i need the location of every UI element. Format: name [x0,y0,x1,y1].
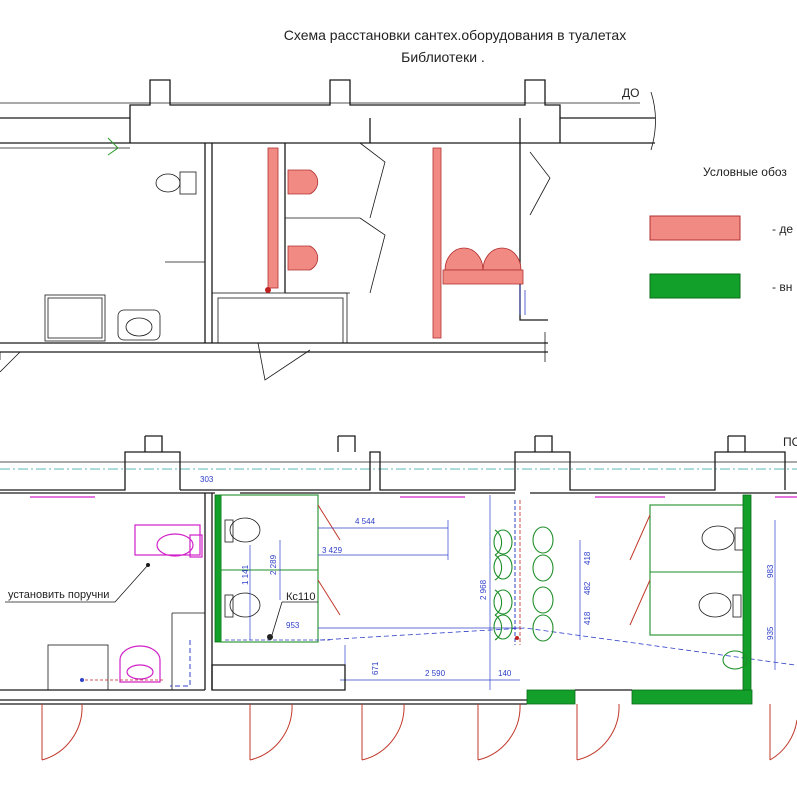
legend-label-new: - вн [772,280,792,294]
dim-953: 953 [286,621,300,630]
demolish-pipe-riser [267,147,279,289]
dim-2289: 2 289 [269,554,278,575]
legend-label-demolish: - де [772,222,793,236]
drain-label: Кс110 [286,591,315,603]
marker-after: ПО [783,435,797,449]
title-line-2: Библиотеки . [401,49,485,65]
dim-3429: 3 429 [322,546,343,555]
new-urinals [493,526,554,642]
marker-before: ДО [622,86,639,100]
dim-482: 482 [583,581,592,595]
demolish-wc-2 [287,245,319,271]
dim-418b: 418 [583,611,592,625]
dim-2968: 2 968 [479,579,488,600]
legend-swatch-new [649,273,741,299]
dim-671: 671 [371,661,380,675]
new-wall-left [214,494,222,643]
legend: Условные обоз - де - вн [649,165,793,299]
dim-303: 303 [200,475,214,484]
legend-swatch-demolish [649,215,741,241]
dim-935: 935 [766,626,775,640]
plan-after: ПО 303 установить поручни [0,435,797,761]
demolish-wc-1 [287,169,319,195]
demolish-urinal-2 [482,247,522,271]
dim-1141: 1 141 [241,564,250,585]
dim-983: 983 [766,564,775,578]
dim-2590: 2 590 [425,669,446,678]
new-wall-bottom-2 [631,689,753,705]
plan-before: ДО [0,79,656,381]
dim-418a: 418 [583,551,592,565]
new-wall-bottom-1 [526,689,576,705]
title-line-1: Схема расстановки сантех.оборудования в … [284,27,626,43]
new-wall-right [742,494,752,701]
dim-4544: 4 544 [355,517,376,526]
demolish-pipe-riser-2 [432,147,442,339]
handrail-note: установить поручни [8,589,109,601]
legend-heading: Условные обоз [703,165,787,179]
dim-140: 140 [498,669,512,678]
demolish-urinal-1 [444,247,484,271]
